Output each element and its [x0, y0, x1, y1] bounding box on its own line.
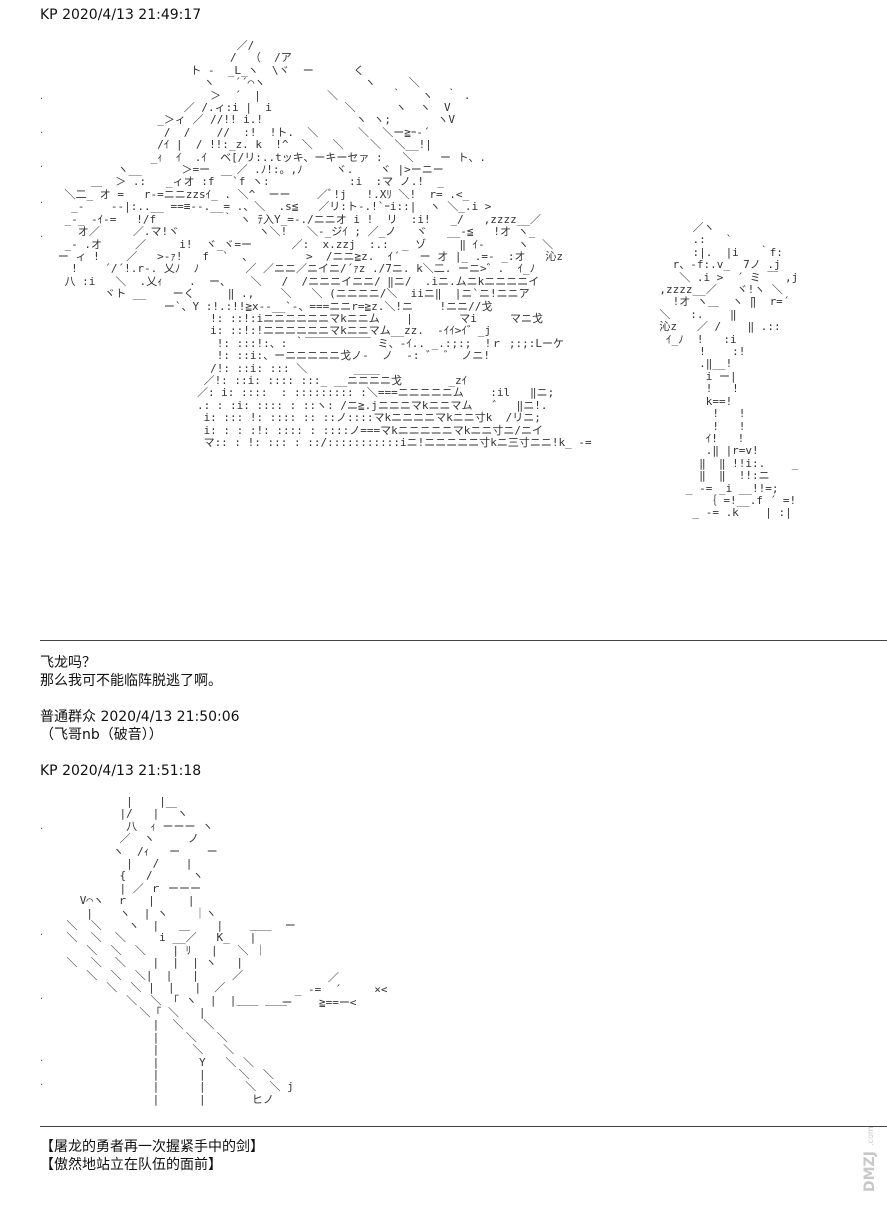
- margin-dot: .: [40, 1077, 44, 1088]
- post-line: 【傲然地站立在队伍的面前】: [40, 1157, 222, 1173]
- post-line: 飞龙吗？: [40, 655, 96, 671]
- post-header-crowd: 普通群众 2020/4/13 21:50:06: [40, 709, 240, 725]
- margin-dot: .: [40, 91, 44, 102]
- ascii-art-dragon-scene: ／/ / （ /ア ト - _L_ヽ \ヾ ー く ヽ ´´⌒ヽ ヽ ＼ ＞ ´…: [57, 40, 592, 449]
- margin-dot: .: [40, 1053, 44, 1064]
- margin-dot: .: [40, 927, 44, 938]
- post-line: 【屠龙的勇者再一次握紧手中的剑】: [40, 1139, 264, 1155]
- svg-text:DMZJ: DMZJ: [862, 1151, 878, 1192]
- post-divider: [40, 1126, 887, 1127]
- post-header-kp-2: KP 2020/4/13 21:51:18: [40, 763, 202, 779]
- post-header-kp-1: KP 2020/4/13 21:49:17: [40, 7, 202, 23]
- margin-dot: .: [40, 195, 44, 206]
- margin-dot: .: [40, 991, 44, 1002]
- margin-dot: .: [40, 159, 44, 170]
- watermark-logo-icon: DMZJ .com: [862, 1126, 878, 1192]
- ascii-art-tower-right: ／ヽ .: ` :|. |i ｀f: r、-f:.v_ 7ノ .j ＼ .i >…: [659, 222, 800, 520]
- svg-text:.com: .com: [866, 1126, 875, 1146]
- margin-dot: .: [40, 229, 44, 240]
- post-line: （飞哥nb（破音））: [40, 727, 163, 743]
- site-watermark: DMZJ .com: [855, 1087, 881, 1197]
- ascii-art-sword-tip: ／ _ -= ´ ×< ー ≧==ー<: [281, 972, 388, 1009]
- margin-dot: .: [40, 821, 44, 832]
- post-divider: [40, 640, 887, 641]
- post-line: 那么我可不能临阵脱逃了啊。: [40, 673, 222, 689]
- ascii-art-hero-sword: | | |/ | ￣ヽ 八 ｨ ーーー ヽ ／ ヽ ノ ヽ /ｨ ー ー | /…: [66, 796, 296, 1106]
- margin-dot: .: [40, 125, 44, 136]
